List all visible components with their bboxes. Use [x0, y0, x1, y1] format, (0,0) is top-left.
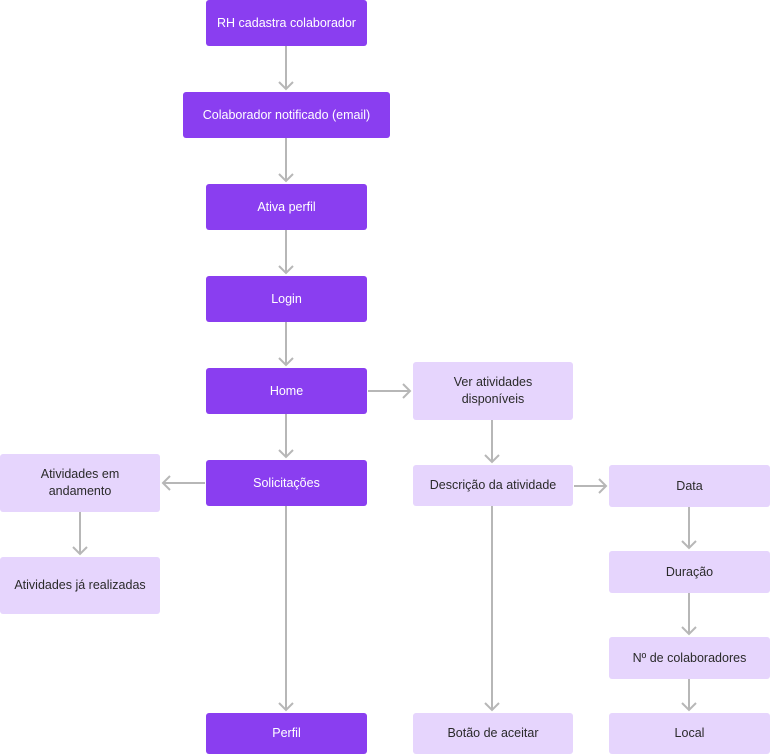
- arrowhead-ativa-to-login: [278, 265, 294, 275]
- arrowhead-duracao-to-ncolab: [681, 626, 697, 636]
- node-descricao-atividade: Descrição da atividade: [413, 465, 573, 506]
- arrowhead-descricao-to-data: [598, 478, 608, 494]
- arrowhead-solicitacoes-to-perfil: [278, 702, 294, 712]
- node-rh-cadastra: RH cadastra colaborador: [206, 0, 367, 46]
- arrowhead-login-to-home: [278, 357, 294, 367]
- arrowhead-data-to-duracao: [681, 540, 697, 550]
- node-solicitacoes: Solicitações: [206, 460, 367, 506]
- node-local: Local: [609, 713, 770, 754]
- node-ativa-perfil: Ativa perfil: [206, 184, 367, 230]
- node-n-colaboradores: Nº de colaboradores: [609, 637, 770, 679]
- node-atividades-realizadas: Atividades já realizadas: [0, 557, 160, 614]
- arrowhead-home-to-solicitacoes: [278, 449, 294, 459]
- node-ver-atividades: Ver atividades disponíveis: [413, 362, 573, 420]
- node-duracao: Duração: [609, 551, 770, 593]
- arrowhead-home-to-ver-atividades: [402, 383, 412, 399]
- node-data: Data: [609, 465, 770, 507]
- arrowhead-descricao-to-botao: [484, 702, 500, 712]
- node-perfil: Perfil: [206, 713, 367, 754]
- arrowhead-solicitacoes-to-andamento: [161, 475, 171, 491]
- node-home: Home: [206, 368, 367, 414]
- node-login: Login: [206, 276, 367, 322]
- arrowhead-andamento-to-realizadas: [72, 546, 88, 556]
- arrowhead-ver-to-descricao: [484, 454, 500, 464]
- arrowhead-notificado-to-ativa: [278, 173, 294, 183]
- node-atividades-andamento: Atividades em andamento: [0, 454, 160, 512]
- arrowhead-ncolab-to-local: [681, 702, 697, 712]
- node-botao-aceitar: Botão de aceitar: [413, 713, 573, 754]
- arrowhead-rh-to-notificado: [278, 81, 294, 91]
- node-colaborador-notificado: Colaborador notificado (email): [183, 92, 390, 138]
